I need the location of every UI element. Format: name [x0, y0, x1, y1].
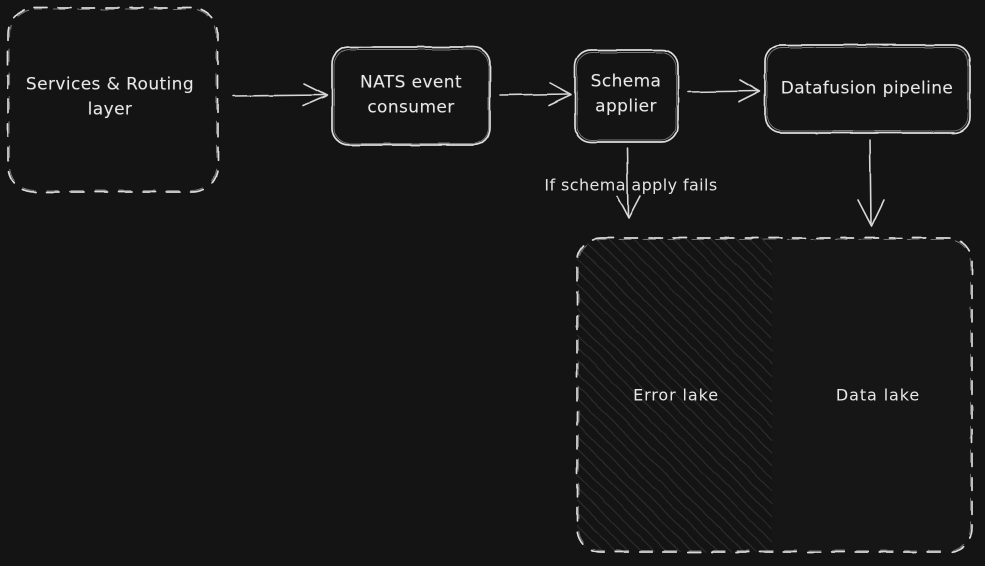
edge-datafusion-to-data-lake	[857, 139, 885, 227]
region-data-lake[interactable]	[772, 238, 972, 552]
node-datafusion-pipeline-shape	[764, 44, 971, 134]
node-datafusion-pipeline[interactable]	[765, 45, 970, 133]
node-nats-event-consumer-shape	[331, 46, 491, 146]
edge-services-to-nats	[232, 83, 328, 107]
error-lake-fill	[577, 238, 772, 552]
node-nats-event-consumer[interactable]	[332, 47, 490, 145]
node-services-routing-layer-shape	[7, 7, 219, 193]
node-schema-applier-shape	[574, 49, 679, 143]
edge-schema-to-datafusion	[687, 79, 761, 103]
node-schema-applier[interactable]	[575, 50, 678, 142]
region-error-lake[interactable]	[577, 238, 772, 552]
edge-nats-to-schema	[499, 82, 572, 106]
edge-schema-to-error-lake	[616, 147, 641, 219]
lake-container-shape	[576, 237, 973, 553]
node-services-routing-layer[interactable]	[8, 8, 218, 192]
data-lake-fill	[772, 238, 972, 552]
